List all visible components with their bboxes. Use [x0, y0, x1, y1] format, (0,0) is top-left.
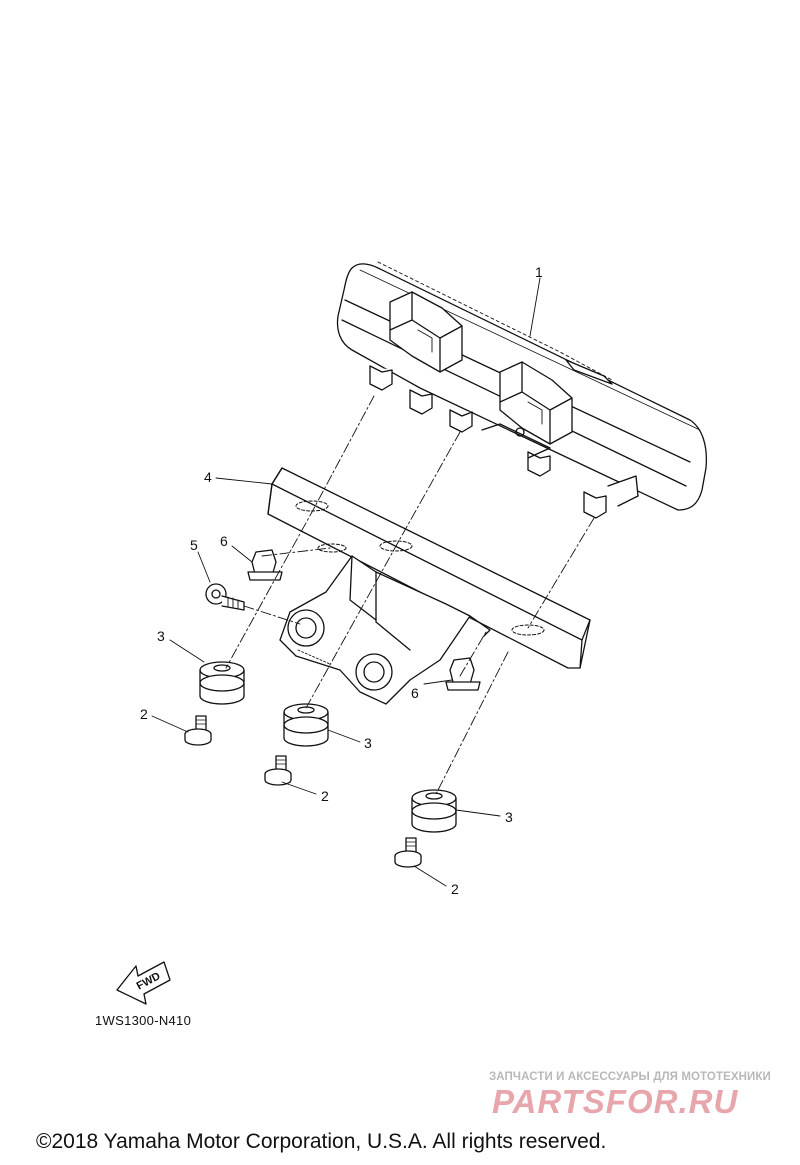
grommet-b	[283, 703, 329, 747]
alignment-lines	[225, 395, 595, 795]
leader-lines	[151, 277, 541, 887]
fwd-arrow-icon	[116, 961, 171, 1005]
callout-1: 1	[535, 264, 543, 280]
grommet-c	[411, 789, 457, 833]
callout-3-right: 3	[505, 809, 513, 825]
callout-2-middle: 2	[321, 788, 329, 804]
callout-3-left: 3	[157, 628, 165, 644]
diagram-reference-code: 1WS1300-N410	[95, 1013, 192, 1028]
bolt	[205, 583, 245, 611]
callout-3-middle: 3	[364, 735, 372, 751]
copyright-notice: ©2018 Yamaha Motor Corporation, U.S.A. A…	[36, 1130, 607, 1153]
watermark-tagline: ЗАПЧАСТИ И АКСЕССУАРЫ ДЛЯ МОТОТЕХНИКИ	[489, 1071, 771, 1083]
screw-a	[184, 715, 212, 746]
clip-lower	[445, 657, 481, 691]
callout-6-upper: 6	[220, 533, 228, 549]
watermark-logo: PARTSFOR.RU	[492, 1083, 739, 1120]
callout-5: 5	[190, 537, 198, 553]
bracket	[267, 467, 591, 705]
grommet-a	[199, 661, 245, 705]
screw-c	[394, 837, 422, 868]
meter-assembly	[336, 261, 708, 519]
callout-2-left: 2	[140, 706, 148, 722]
clip-upper	[247, 549, 283, 581]
callout-6-lower: 6	[411, 685, 419, 701]
callout-4: 4	[204, 469, 212, 485]
callout-2-right: 2	[451, 881, 459, 897]
screw-b	[264, 755, 292, 786]
